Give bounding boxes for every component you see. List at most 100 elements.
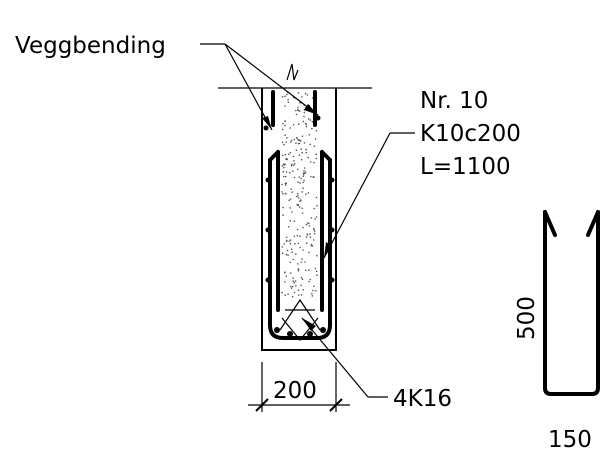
hatch-dot bbox=[287, 101, 290, 104]
hatch-dot bbox=[284, 294, 287, 296]
hatch-dot bbox=[316, 205, 318, 207]
hatch-dot bbox=[282, 175, 285, 178]
hatch-dot bbox=[284, 184, 287, 186]
hatch-dot bbox=[315, 196, 318, 199]
hatch-dot bbox=[297, 270, 300, 272]
hatch-dot bbox=[310, 243, 313, 246]
hatch-dot bbox=[298, 154, 301, 157]
label-wall-bending: Veggbending bbox=[15, 33, 166, 59]
leader-wall-bending bbox=[200, 43, 319, 131]
hatch-dot bbox=[315, 153, 318, 155]
hatch-dot bbox=[297, 92, 300, 94]
hatch-dot bbox=[287, 254, 289, 256]
hatch-dot bbox=[290, 141, 292, 143]
hatch-dot bbox=[300, 148, 303, 150]
hatch-dot bbox=[288, 199, 291, 201]
hatch-dot bbox=[309, 161, 312, 163]
hatch-dot bbox=[281, 128, 284, 131]
hatch-dot bbox=[307, 222, 309, 224]
hatch-dot bbox=[313, 229, 315, 231]
hatch-dot bbox=[281, 183, 283, 186]
hatch-dot bbox=[287, 226, 290, 228]
hatch-dot bbox=[293, 163, 296, 165]
hatch-dot bbox=[282, 170, 285, 173]
concrete-hatch bbox=[281, 91, 318, 298]
leader-bottom-bars bbox=[301, 317, 388, 398]
hatch-dot bbox=[305, 223, 308, 226]
hatch-dot bbox=[285, 171, 288, 173]
hatch-dot bbox=[299, 235, 301, 237]
hatch-dot bbox=[293, 291, 296, 294]
hatch-dot bbox=[291, 211, 293, 213]
hatch-dot bbox=[285, 236, 288, 239]
hatch-dot bbox=[284, 134, 286, 136]
label-bar-number: Nr. 10 bbox=[420, 88, 488, 114]
hatch-dot bbox=[298, 110, 301, 112]
hatch-dot bbox=[303, 170, 305, 172]
hatch-dot bbox=[313, 207, 316, 210]
hatch-dot bbox=[282, 122, 284, 125]
hatch-dot bbox=[307, 192, 310, 194]
hatch-dot bbox=[290, 287, 293, 289]
hatch-dot bbox=[286, 137, 288, 139]
hatch-dot bbox=[310, 245, 313, 247]
hatch-dot bbox=[299, 140, 302, 142]
hatch-dot bbox=[281, 246, 284, 248]
hatch-dot bbox=[297, 181, 300, 183]
hatch-dot bbox=[282, 206, 284, 209]
hatch-dot bbox=[308, 251, 310, 254]
hatch-dot bbox=[313, 232, 316, 235]
bottom-diagonal-bars bbox=[279, 298, 321, 341]
hatch-dot bbox=[316, 254, 318, 257]
hatch-dot bbox=[294, 280, 297, 282]
hatch-dot bbox=[300, 158, 303, 161]
hatch-dot bbox=[295, 149, 298, 151]
hatch-dot bbox=[301, 191, 304, 193]
hatch-dot bbox=[285, 157, 288, 160]
hatch-dot bbox=[302, 173, 305, 176]
hatch-dot bbox=[285, 275, 288, 278]
hatch-dot bbox=[292, 170, 294, 172]
hatch-dot bbox=[301, 151, 304, 154]
hatch-dot bbox=[311, 121, 314, 123]
leader-bar-spec bbox=[323, 132, 415, 259]
hatch-dot bbox=[286, 93, 288, 96]
hatch-dot bbox=[304, 122, 307, 125]
hatch-dot bbox=[284, 182, 287, 185]
hatch-dot bbox=[307, 118, 310, 120]
hatch-dot bbox=[292, 258, 295, 261]
hatch-dot bbox=[281, 252, 284, 254]
hatch-dot bbox=[287, 293, 289, 295]
hatch-dot bbox=[312, 176, 315, 178]
hatch-dot bbox=[295, 253, 297, 255]
hatch-dot bbox=[289, 239, 292, 241]
hatch-dot bbox=[314, 267, 317, 270]
hatch-dot bbox=[289, 261, 292, 264]
hatch-dot bbox=[281, 141, 284, 144]
hatch-dot bbox=[281, 96, 284, 98]
hatch-dot bbox=[281, 291, 283, 294]
hatch-dot bbox=[299, 182, 301, 184]
hatch-dot bbox=[289, 272, 292, 275]
hatch-dot bbox=[306, 94, 309, 96]
hatch-dot bbox=[299, 246, 302, 249]
hatch-dot bbox=[289, 242, 292, 245]
hatch-dot bbox=[301, 135, 304, 137]
hatch-dot bbox=[302, 120, 305, 123]
hatch-dot bbox=[283, 243, 286, 245]
hatch-dot bbox=[307, 156, 309, 159]
hatch-dot bbox=[297, 263, 299, 265]
hatch-dot bbox=[305, 193, 307, 196]
hatch-dot bbox=[308, 269, 310, 271]
hatch-dot bbox=[293, 138, 296, 141]
hatch-dot bbox=[309, 233, 311, 235]
hatch-dot bbox=[305, 242, 308, 244]
hatch-dot bbox=[283, 163, 285, 165]
hatch-dot bbox=[305, 125, 308, 128]
hatch-dot bbox=[302, 187, 304, 189]
hatch-dot bbox=[292, 164, 295, 167]
hatch-dot bbox=[289, 151, 292, 154]
hatch-dot bbox=[289, 207, 292, 209]
hatch-dot bbox=[291, 163, 293, 166]
hatch-dot bbox=[308, 225, 311, 227]
